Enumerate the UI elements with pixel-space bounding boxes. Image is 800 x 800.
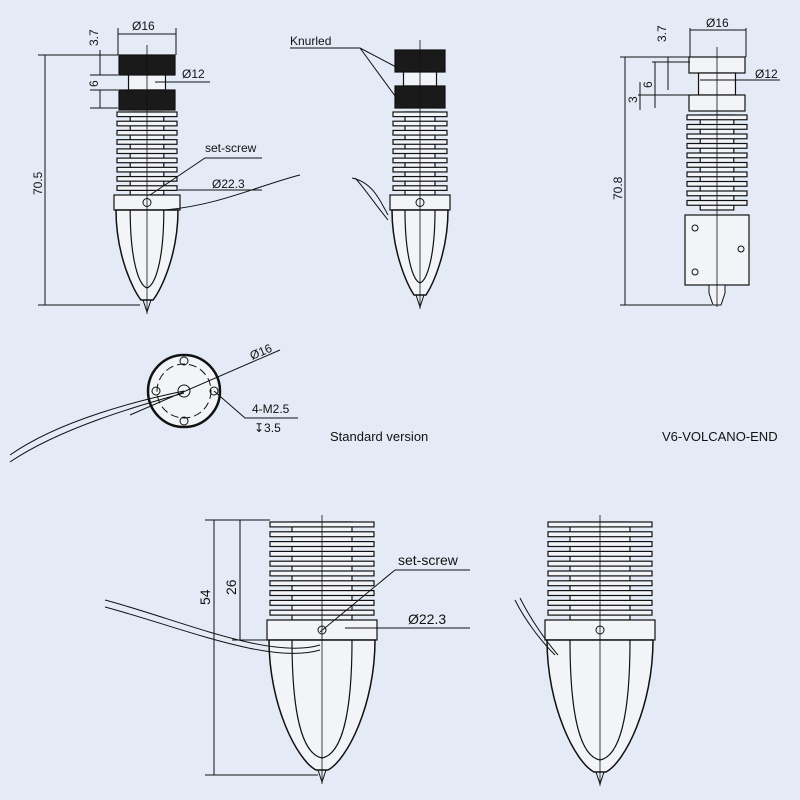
thread-label: 4-M2.5 (252, 402, 290, 416)
caption-standard: Standard version (330, 429, 428, 444)
block-hole (691, 224, 699, 232)
setscrew-label: set-screw (205, 141, 257, 155)
setscrew-label: set-screw (398, 552, 459, 568)
total-height-label: 70.8 (611, 176, 625, 200)
caption-volcano: V6-VOLCANO-END (662, 429, 778, 444)
depth-label: ↧3.5 (254, 421, 281, 435)
parts-layer (113, 40, 750, 786)
top-left-dimensions: Ø16 3.7 6 Ø12 70.5 set-screw Ø22.3 (31, 19, 301, 306)
wire (354, 177, 389, 221)
dia-mid-label: Ø12 (182, 67, 205, 81)
screw-hole (179, 416, 189, 426)
wire (514, 597, 559, 656)
screw-hole (151, 386, 161, 396)
block-hole (737, 245, 745, 253)
screw-hole (209, 386, 219, 396)
dia-collar-label: Ø22.3 (408, 611, 446, 627)
total-height-label: 54 (197, 589, 213, 605)
bottom-view: Ø16 4-M2.5 ↧3.5 (9, 341, 298, 463)
h-mid-label: 6 (641, 81, 655, 88)
bolt-circle (156, 363, 212, 419)
h-top-label: 3.7 (655, 25, 669, 42)
knurled-label: Knurled (290, 34, 331, 48)
dia-mid-label: Ø12 (755, 67, 778, 81)
total-height-label: 70.5 (31, 171, 45, 195)
dia-label: Ø16 (248, 341, 275, 363)
dia-top-label: Ø16 (706, 16, 729, 30)
top-right-dimensions: Ø16 3.7 6 3 Ø12 70.8 (611, 16, 780, 306)
screw-hole (179, 356, 189, 366)
top-center-dimensions: Knurled (290, 34, 399, 216)
block-hole (691, 268, 699, 276)
h-top-label: 3.7 (87, 29, 101, 46)
dia-collar-label: Ø22.3 (212, 177, 245, 191)
h-mid-label: 6 (87, 80, 101, 87)
h-gap-label: 3 (626, 96, 640, 103)
dia-top-label: Ø16 (132, 19, 155, 33)
bottom-left-dimensions: 54 26 set-screw Ø22.3 (104, 519, 470, 776)
nozzle-hole (177, 384, 191, 398)
fin-height-label: 26 (223, 579, 239, 595)
